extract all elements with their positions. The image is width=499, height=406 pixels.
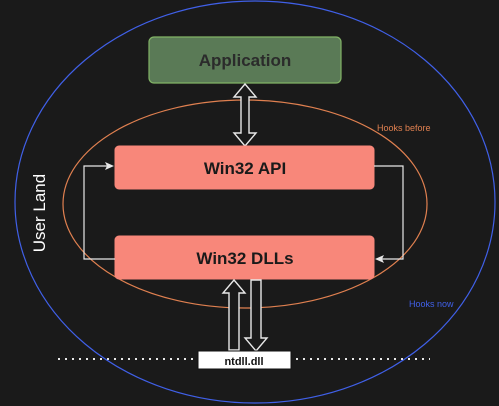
app-api-double-arrow <box>232 82 258 148</box>
application-label: Application <box>199 51 292 70</box>
user-land-label: User Land <box>30 174 49 252</box>
ntdll-box <box>197 350 292 370</box>
win32-api-label: Win32 API <box>204 159 286 178</box>
win32-dlls-label: Win32 DLLs <box>196 249 293 268</box>
ntdll-to-dlls-up-arrow <box>221 278 247 351</box>
dlls-to-api-connector <box>83 165 115 260</box>
dlls-to-api-arrowhead <box>105 162 114 170</box>
win32-dlls-box <box>114 235 375 280</box>
hooks-before-label: Hooks before <box>377 123 431 133</box>
win32-api-box <box>114 145 375 190</box>
dlls-to-ntdll-down-arrow <box>243 279 269 353</box>
api-to-dlls-connector <box>374 165 404 260</box>
ntdll-label: ntdll.dll <box>224 356 263 368</box>
hooks-now-label: Hooks now <box>409 299 454 309</box>
api-to-dlls-arrowhead <box>375 255 384 263</box>
hooks-now-boundary <box>14 0 496 404</box>
